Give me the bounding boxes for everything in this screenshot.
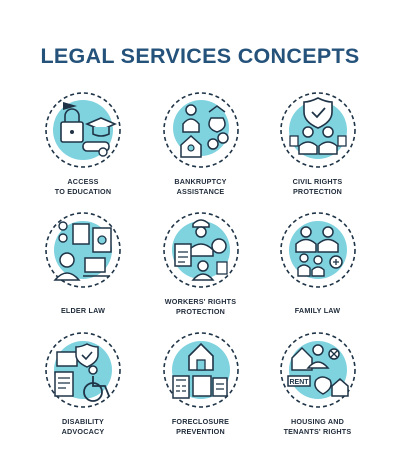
shield-people-icon [279,92,356,168]
concepts-grid: ACCESS TO EDUCATION BANKRUPTCY ASSISTANC… [24,90,376,454]
concept-workers-rights-protection: WORKERS' RIGHTS PROTECTION [142,210,259,330]
graduation-lock-icon [45,92,121,168]
concept-bankruptcy-assistance: BANKRUPTCY ASSISTANCE [142,90,259,210]
concept-label: BANKRUPTCY ASSISTANCE [174,177,227,196]
family-icon [279,212,356,288]
concept-access-to-education: ACCESS TO EDUCATION [24,90,142,210]
concept-label: FORECLOSURE PREVENTION [171,417,230,436]
concept-family-law: FAMILY LAW [259,210,376,330]
house-calculator-icon [162,332,239,408]
concept-label: DISABILITY ADVOCACY [61,417,105,436]
concept-label: WORKERS' RIGHTS PROTECTION [164,297,237,316]
concept-housing-and-tenants-rights: RENT HOUSING AND TENANTS' RIGHTS [259,330,376,454]
page-title: LEGAL SERVICES CONCEPTS [40,44,360,68]
money-bag-house-icon [162,92,239,168]
wheelchair-icon [45,332,121,408]
concept-label: ACCESS TO EDUCATION [54,177,112,196]
concept-disability-advocacy: DISABILITY ADVOCACY [24,330,142,454]
concept-elder-law: ELDER LAW [24,210,142,330]
worker-helmet-icon [162,212,239,288]
svg-text:RENT: RENT [289,379,309,386]
concept-label: ELDER LAW [60,306,106,315]
rent-house-icon: RENT [279,332,356,408]
concept-label: HOUSING AND TENANTS' RIGHTS [283,417,352,436]
concept-label: FAMILY LAW [294,306,341,315]
elderly-document-icon [45,212,121,288]
concept-civil-rights-protection: CIVIL RIGHTS PROTECTION [259,90,376,210]
concept-label: CIVIL RIGHTS PROTECTION [292,177,343,196]
concept-foreclosure-prevention: FORECLOSURE PREVENTION [142,330,259,454]
